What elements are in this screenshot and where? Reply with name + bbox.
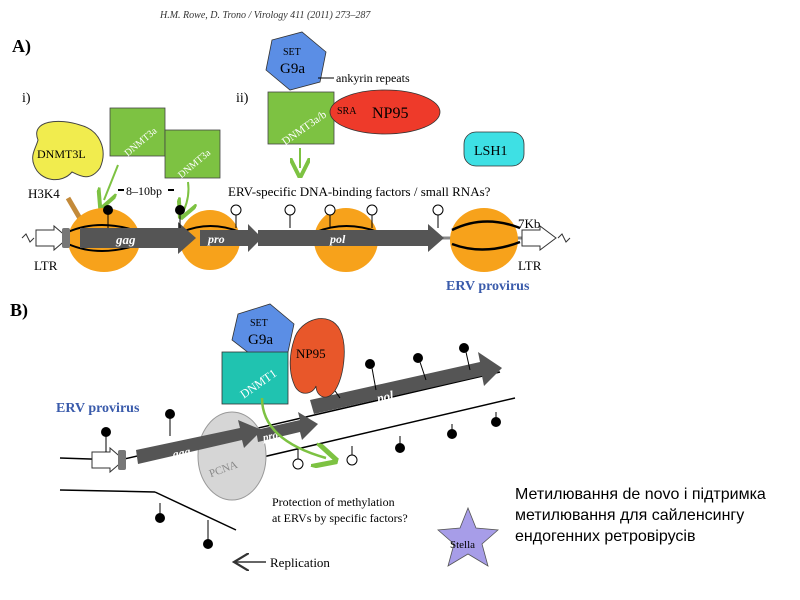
stella-label: Stella — [450, 539, 475, 551]
gag-arrow-a — [80, 222, 196, 254]
lsh1-box — [463, 131, 525, 167]
pro-arrow-b — [256, 412, 318, 442]
pro-label-a: pro — [207, 232, 225, 246]
np95-blob-b — [289, 318, 345, 398]
ltr-left-squiggle — [21, 233, 35, 243]
pol-label-b: pol — [374, 387, 395, 405]
slide-caption: Метилювання de novo і підтримка метилюва… — [515, 486, 766, 545]
dnmt1-arrow — [260, 397, 326, 458]
pol-arrow-a — [258, 224, 444, 252]
g9a-label-a: G9a — [280, 61, 305, 77]
stella-star — [437, 506, 499, 567]
protection-text-1: Protection of methylation — [272, 495, 395, 509]
panel-a-i-label: i) — [22, 91, 31, 106]
ltr-box-b — [118, 450, 126, 470]
kb-label: 7Kb — [518, 216, 540, 231]
g9a-label-b: G9a — [248, 332, 273, 348]
protection-text-2: at ERVs by specific factors? — [272, 511, 408, 525]
replication-label: Replication — [270, 555, 330, 570]
pol-arrow-b — [310, 352, 502, 414]
pol-label-a: pol — [329, 232, 346, 246]
dnmt3a-box-1 — [109, 107, 166, 157]
erv-provirus-label-b: ERV provirus — [56, 401, 140, 416]
sra-label: SRA — [337, 106, 357, 117]
gag-label-a: gag — [115, 232, 136, 247]
ltr-left-arrow — [35, 224, 69, 252]
g9a-hexagon-a — [265, 31, 327, 91]
ltr-left-label: LTR — [34, 258, 58, 273]
dnmt3ab-box — [267, 91, 335, 145]
dnmt3a-arrow-1 — [104, 164, 119, 200]
erv-question: ERV-specific DNA-binding factors / small… — [228, 184, 491, 199]
dnmt3a-arrow-2 — [184, 181, 189, 210]
erv-provirus-label-a: ERV provirus — [446, 279, 530, 294]
panel-a-label: A) — [12, 36, 31, 57]
g9a-set-label-a: SET — [283, 47, 301, 58]
dna-strand-b-daughter — [59, 489, 156, 493]
ltr-left-box — [62, 228, 70, 248]
h3k4-label: H3K4 — [28, 186, 60, 201]
dna-strand-b-daughter-2 — [154, 491, 237, 531]
lsh1-label: LSH1 — [474, 144, 507, 159]
np95-ellipse-a — [329, 89, 441, 135]
np95-label-a: NP95 — [372, 105, 408, 122]
panel-b-label: B) — [10, 300, 28, 321]
dna-strand-b-lower — [249, 397, 516, 461]
pro-label-b: pro — [261, 429, 280, 444]
ankyrin-label: ankyrin repeats — [336, 71, 410, 85]
spacing-label: 8–10bp — [126, 184, 162, 198]
gag-label-b: gag — [170, 444, 191, 462]
g9a-set-label-b: SET — [250, 318, 268, 329]
ltr-right-label: LTR — [518, 258, 542, 273]
ltr-right-arrow — [521, 225, 557, 251]
cpg-markers-b — [101, 343, 501, 549]
pcna-ring — [197, 411, 267, 501]
panel-a-ii-label: ii) — [236, 91, 249, 106]
pro-arrow-a — [200, 224, 262, 252]
cpg-markers-a — [103, 204, 444, 228]
dnmt3l-protein — [32, 120, 104, 181]
dnmt3l-label: DNMT3L — [37, 147, 86, 161]
dnmt1-box — [221, 351, 289, 405]
gag-arrow-b — [136, 420, 262, 464]
ltr-right-squiggle — [557, 233, 571, 243]
ltr-arrow-b — [91, 446, 125, 474]
np95-label-b: NP95 — [296, 346, 326, 361]
journal-header: H.M. Rowe, D. Trono / Virology 411 (2011… — [159, 10, 371, 21]
dnmt3a-box-2 — [164, 129, 221, 179]
